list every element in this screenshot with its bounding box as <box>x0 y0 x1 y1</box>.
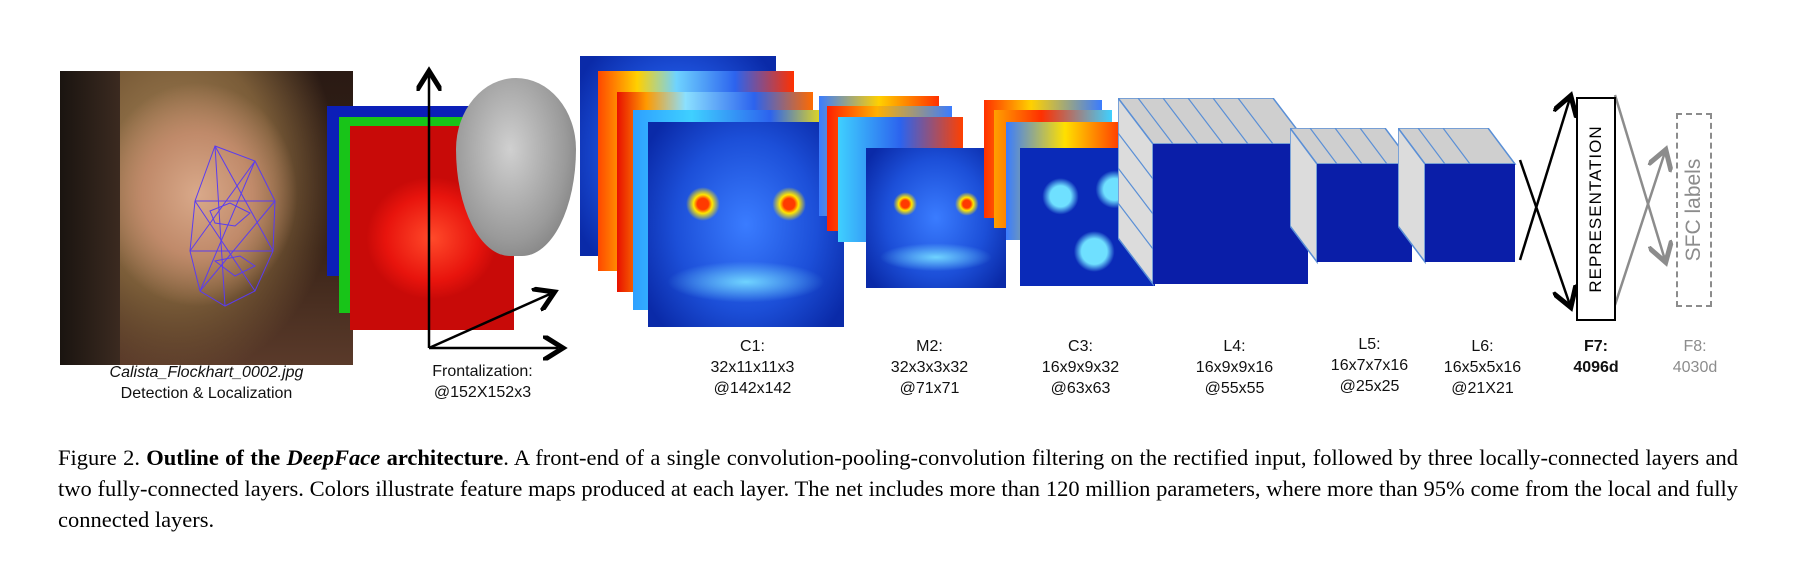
layer-dims: 32x11x11x3 <box>710 359 795 376</box>
layer-name: M2: <box>916 338 943 355</box>
photo-label: Calista_Flockhart_0002.jpg Detection & L… <box>60 362 353 404</box>
3d-head-model <box>456 78 576 256</box>
landmark-mesh <box>189 145 276 307</box>
layer-output: @21X21 <box>1451 380 1514 397</box>
architecture-figure: REPRESENTATION SFC labels Calista_Flockh… <box>60 56 1745 404</box>
layer-name: F7: <box>1584 338 1608 355</box>
frontalization-size: @152X152x3 <box>433 384 532 401</box>
layer-name: C3: <box>1068 338 1093 355</box>
caption-body: . A front-end of a single convolution-po… <box>58 445 1739 532</box>
layer-output: @63x63 <box>1050 380 1111 397</box>
layer-output: @71x71 <box>899 380 960 397</box>
layer-label-c1: C1: 32x11x11x3 @142x142 <box>690 336 815 399</box>
layer-dims: 16x7x7x16 <box>1330 357 1409 374</box>
layer-label-m2: M2: 32x3x3x32 @71x71 <box>867 336 992 399</box>
layer-name: L6: <box>1471 338 1494 355</box>
layer-name: L5: <box>1358 336 1381 353</box>
frontalization-label: Frontalization: @152X152x3 <box>400 361 565 403</box>
f7-representation-box: REPRESENTATION <box>1576 97 1616 321</box>
input-face-photo <box>60 71 353 365</box>
axis-arrows <box>410 62 570 362</box>
layer-dims: 4030d <box>1672 359 1718 376</box>
caption-title-part: Outline of the <box>146 445 287 470</box>
caption-title-part: architecture <box>380 445 504 470</box>
f8-box-text: SFC labels <box>1682 158 1705 262</box>
layer-dims: 16x9x9x32 <box>1041 359 1120 376</box>
layer-label-l5: L5: 16x7x7x16 @25x25 <box>1307 334 1432 397</box>
f7-box-text: REPRESENTATION <box>1586 125 1605 293</box>
layer-dims: 32x3x3x32 <box>890 359 969 376</box>
frontalization-title: Frontalization: <box>432 363 533 380</box>
photo-filename: Calista_Flockhart_0002.jpg <box>109 364 304 381</box>
layer-output: @142x142 <box>713 380 792 397</box>
fc-connection-arrows <box>1518 80 1745 320</box>
layer-output: @55x55 <box>1204 380 1265 397</box>
layer-label-c3: C3: 16x9x9x32 @63x63 <box>1018 336 1143 399</box>
f8-sfc-labels-box: SFC labels <box>1676 113 1712 307</box>
layer-name: L4: <box>1223 338 1246 355</box>
caption-title: Outline of the DeepFace architecture <box>146 445 503 470</box>
layer-label-f8: F8: 4030d <box>1655 336 1735 378</box>
layer-name: C1: <box>740 338 765 355</box>
photo-stage: Detection & Localization <box>120 385 293 402</box>
layer-dims: 16x5x5x16 <box>1443 359 1522 376</box>
layer-name: F8: <box>1683 338 1707 355</box>
caption-title-emphasis: DeepFace <box>286 445 381 470</box>
layer-label-l4: L4: 16x9x9x16 @55x55 <box>1172 336 1297 399</box>
layer-output: @25x25 <box>1339 378 1400 395</box>
figure-caption: Figure 2. Outline of the DeepFace archit… <box>58 442 1738 535</box>
layer-dims: 16x9x9x16 <box>1195 359 1274 376</box>
layer-dims: 4096d <box>1573 359 1619 376</box>
layer-label-f7: F7: 4096d <box>1556 336 1636 378</box>
layer-label-l6: L6: 16x5x5x16 @21X21 <box>1420 336 1545 399</box>
figure-number: Figure 2. <box>58 445 140 470</box>
